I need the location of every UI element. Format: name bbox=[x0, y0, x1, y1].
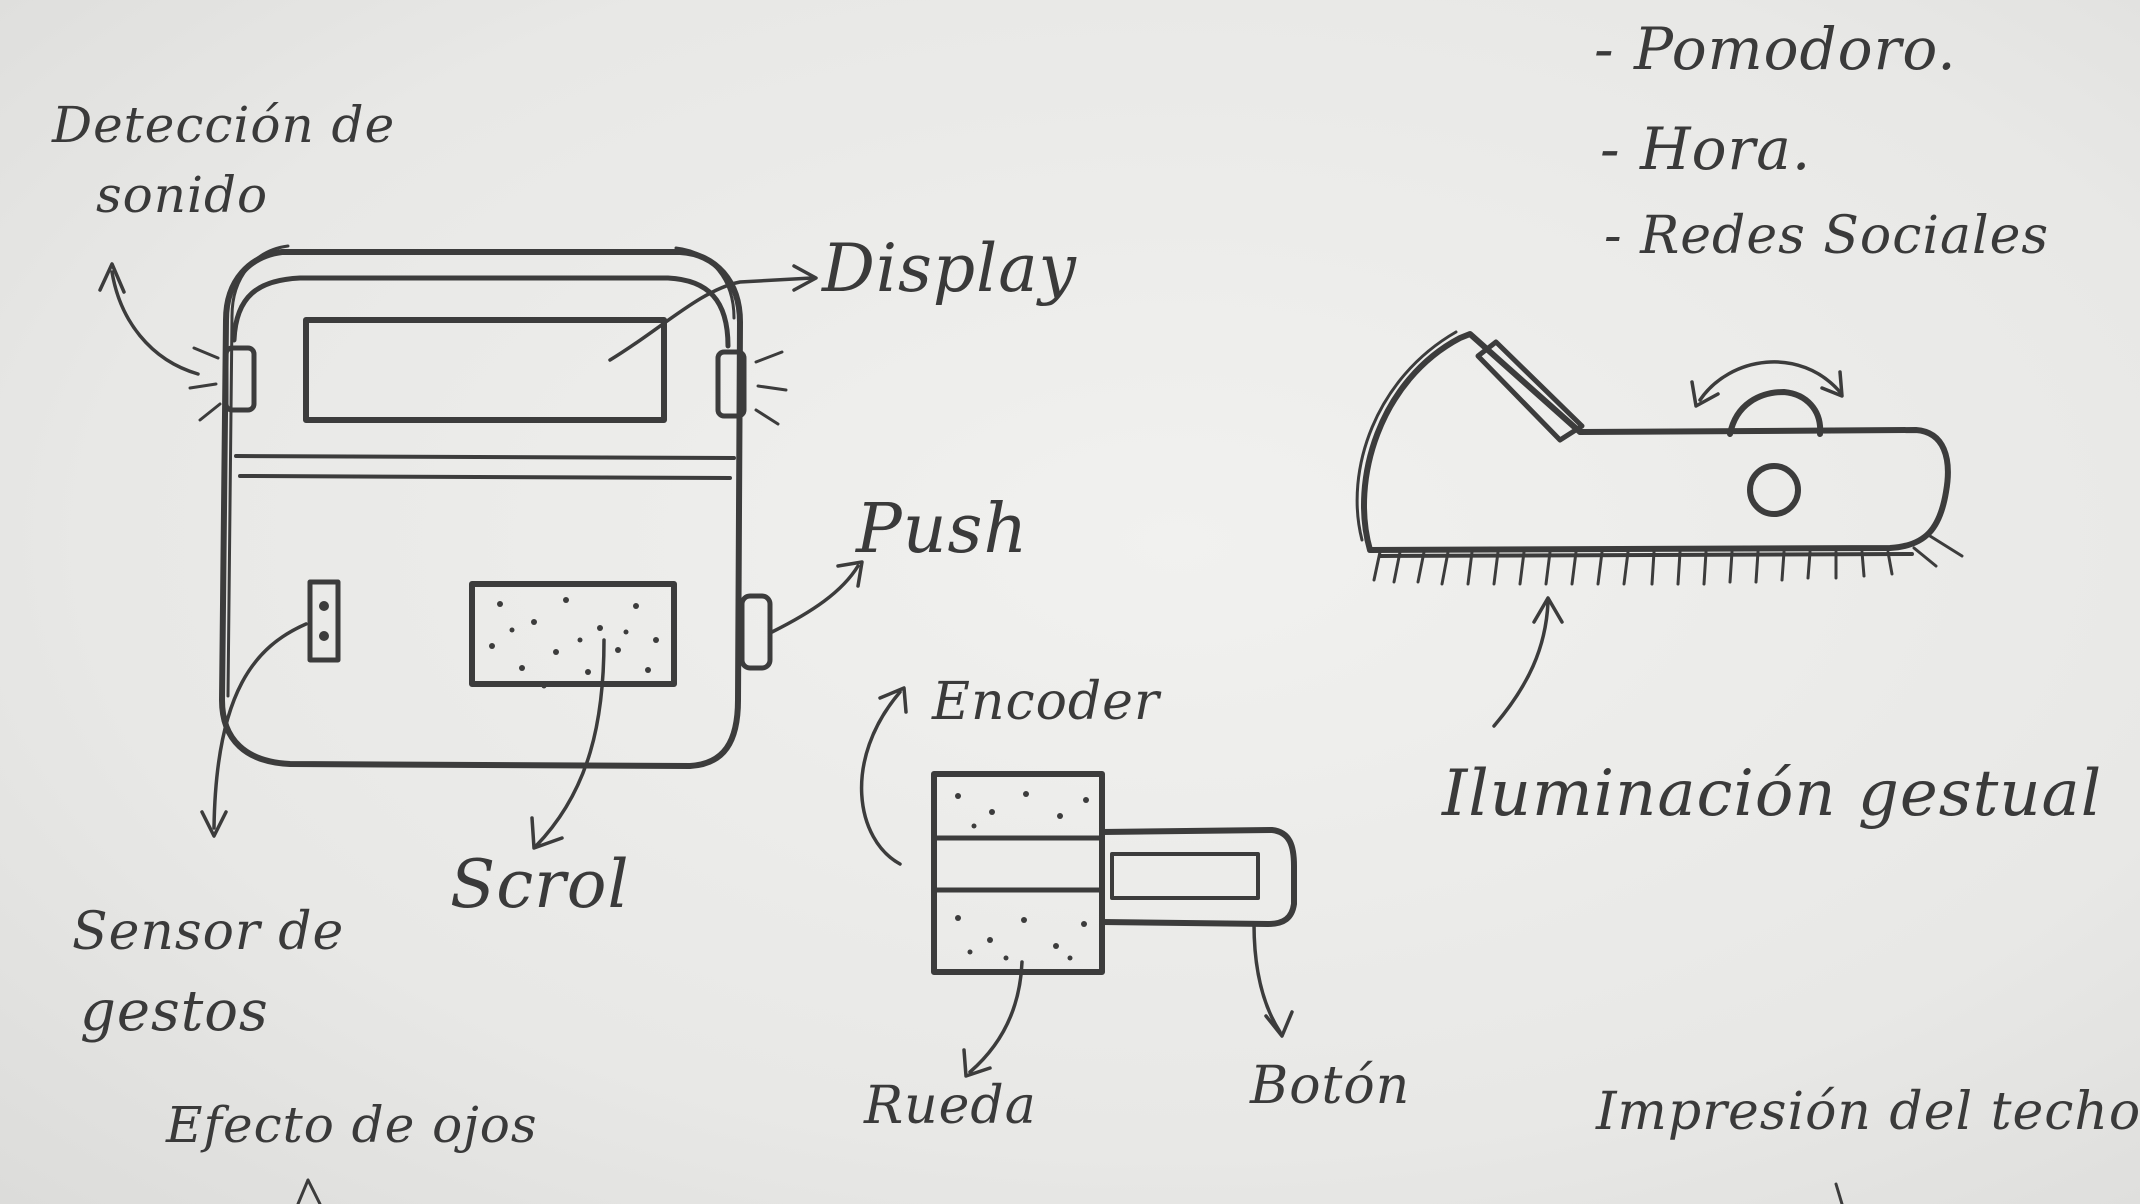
encoder-shaft-inner bbox=[1112, 854, 1258, 898]
label-impresion-techo: Impresión del techo bbox=[1596, 1086, 2140, 1138]
device-panel-divider bbox=[236, 456, 734, 478]
gesture-sensor-part bbox=[310, 582, 338, 660]
label-iluminacion-gestual: Iluminación gestual bbox=[1442, 762, 2102, 826]
encoder-shaft-part bbox=[1102, 830, 1294, 924]
sound-lines-left bbox=[190, 348, 220, 420]
label-sensor-gestos-line2: gestos bbox=[80, 984, 269, 1040]
feature-pomodoro: - Pomodoro. bbox=[1594, 20, 1957, 78]
iluminacion-arrow bbox=[1494, 602, 1548, 726]
sound-arrow bbox=[112, 272, 198, 374]
device-arrows bbox=[100, 264, 862, 848]
label-boton: Botón bbox=[1250, 1060, 1410, 1112]
push-arrow bbox=[772, 566, 858, 632]
label-efecto-ojos: Efecto de ojos bbox=[166, 1100, 538, 1150]
gesture-sensor-dot-bottom bbox=[319, 631, 329, 641]
feature-redes-sociales: - Redes Sociales bbox=[1604, 210, 2049, 262]
sound-lines-right bbox=[756, 352, 786, 424]
encoder-wheel-part bbox=[934, 774, 1102, 972]
lamp-light-ticks bbox=[1374, 536, 1962, 584]
feature-hora: - Hora. bbox=[1600, 120, 1811, 178]
label-scrol: Scrol bbox=[450, 852, 630, 918]
label-deteccion-sonido-line2: sonido bbox=[96, 170, 268, 220]
rueda-arrow bbox=[970, 962, 1022, 1072]
encoder-sketch bbox=[862, 688, 1294, 1076]
eye-effect-arrow-stub bbox=[298, 1180, 320, 1204]
label-sensor-gestos-line1: Sensor de bbox=[72, 906, 344, 958]
label-rueda: Rueda bbox=[864, 1080, 1037, 1132]
label-encoder: Encoder bbox=[932, 676, 1160, 728]
push-button-part bbox=[742, 596, 770, 668]
lamp-body-outline bbox=[1364, 334, 1948, 550]
gesture-sensor-dot-top bbox=[319, 601, 329, 611]
encoder-arrow bbox=[862, 692, 900, 864]
label-push: Push bbox=[856, 496, 1028, 564]
device-body-outline-sketchline bbox=[228, 246, 734, 696]
scroll-pad-texture bbox=[489, 597, 659, 689]
label-deteccion-sonido-line1: Detección de bbox=[52, 100, 395, 150]
device-sketch bbox=[190, 246, 786, 766]
lamp-hole bbox=[1750, 466, 1798, 514]
device-display-screen bbox=[306, 320, 664, 420]
scrol-arrow bbox=[536, 640, 604, 846]
label-display: Display bbox=[822, 236, 1077, 302]
scroll-pad-part bbox=[472, 584, 674, 684]
encoder-wheel-texture bbox=[955, 791, 1089, 961]
impresion-arrow-stub bbox=[1836, 1184, 1842, 1204]
lamp-sketch bbox=[1357, 332, 1962, 726]
